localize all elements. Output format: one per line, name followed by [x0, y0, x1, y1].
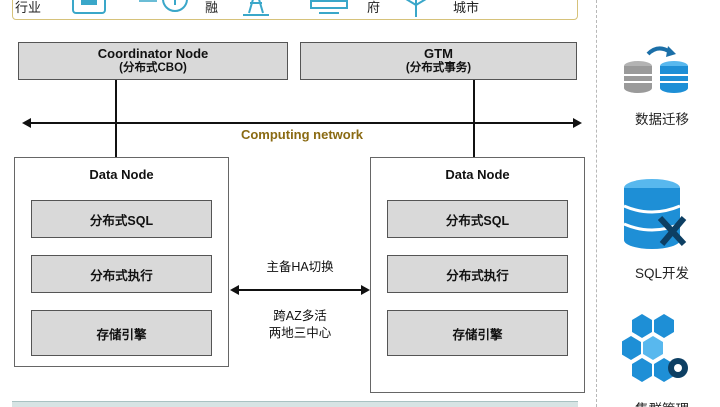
tool-label: SQL开发 — [634, 266, 689, 281]
tower-icon — [243, 0, 269, 16]
sql-dev-icon — [623, 179, 687, 249]
component-label: 分布式执行 — [446, 268, 509, 283]
data-node-title: Data Node — [445, 167, 510, 182]
cross-az-label: 跨AZ多活 — [273, 309, 327, 323]
gtm-node: GTM (分布式事务) — [300, 42, 577, 80]
dashed-separator — [596, 0, 597, 407]
tool-data-migration: 数据迁移 — [604, 44, 720, 134]
coordinator-node: Coordinator Node (分布式CBO) — [18, 42, 288, 80]
gtm-connector — [473, 80, 475, 157]
component-label: 存储引擎 — [452, 327, 503, 342]
gtm-title: GTM — [424, 46, 453, 61]
gtm-subtitle: (分布式事务) — [405, 62, 472, 74]
data-node-right: Data Node 分布式SQL 分布式执行 存储引擎 — [370, 157, 585, 393]
component-distributed-sql: 分布式SQL — [387, 200, 568, 238]
tool-sql-dev: SQL开发 — [604, 178, 720, 281]
cluster-mgmt-icon — [622, 314, 688, 382]
ha-double-arrow — [230, 285, 370, 295]
add-circle-icon — [139, 0, 188, 12]
db-migration-icon — [624, 46, 688, 93]
component-storage-engine: 存储引擎 — [387, 310, 568, 356]
data-node-left: Data Node 分布式SQL 分布式执行 存储引擎 — [14, 157, 229, 367]
tool-label: 数据迁移 — [635, 112, 689, 127]
component-storage-engine: 存储引擎 — [31, 310, 212, 356]
coordinator-subtitle: (分布式CBO) — [119, 62, 187, 74]
network-tree-icon — [405, 0, 427, 17]
server-rack-icon — [310, 0, 348, 14]
banner-label-industry: 行业 — [15, 0, 42, 15]
component-label: 分布式执行 — [90, 268, 153, 283]
component-distributed-sql: 分布式SQL — [31, 200, 212, 238]
computing-network-arrow — [22, 118, 582, 128]
data-node-title: Data Node — [89, 167, 154, 182]
ha-switch-label: 主备HA切换 — [266, 260, 334, 274]
component-distributed-exec: 分布式执行 — [387, 255, 568, 293]
component-label: 分布式SQL — [89, 213, 154, 228]
tool-cluster-mgmt: 集群管理 — [604, 312, 720, 407]
component-label: 分布式SQL — [445, 213, 510, 228]
coordinator-title: Coordinator Node — [97, 46, 209, 61]
tablet-icon — [72, 0, 106, 14]
industry-banner: 行业 融 府 城市 — [12, 0, 578, 20]
component-distributed-exec: 分布式执行 — [31, 255, 212, 293]
component-label: 存储引擎 — [96, 327, 147, 342]
computing-network-label: Computing network — [240, 127, 364, 142]
coordinator-connector — [115, 80, 117, 157]
two-site-three-center-label: 两地三中心 — [268, 326, 332, 340]
bottom-strip — [12, 401, 578, 407]
banner-label-city: 城市 — [453, 0, 480, 15]
banner-label-gov: 府 — [367, 0, 381, 15]
tool-label: 集群管理 — [604, 398, 720, 407]
banner-label-finance: 融 — [205, 0, 219, 15]
